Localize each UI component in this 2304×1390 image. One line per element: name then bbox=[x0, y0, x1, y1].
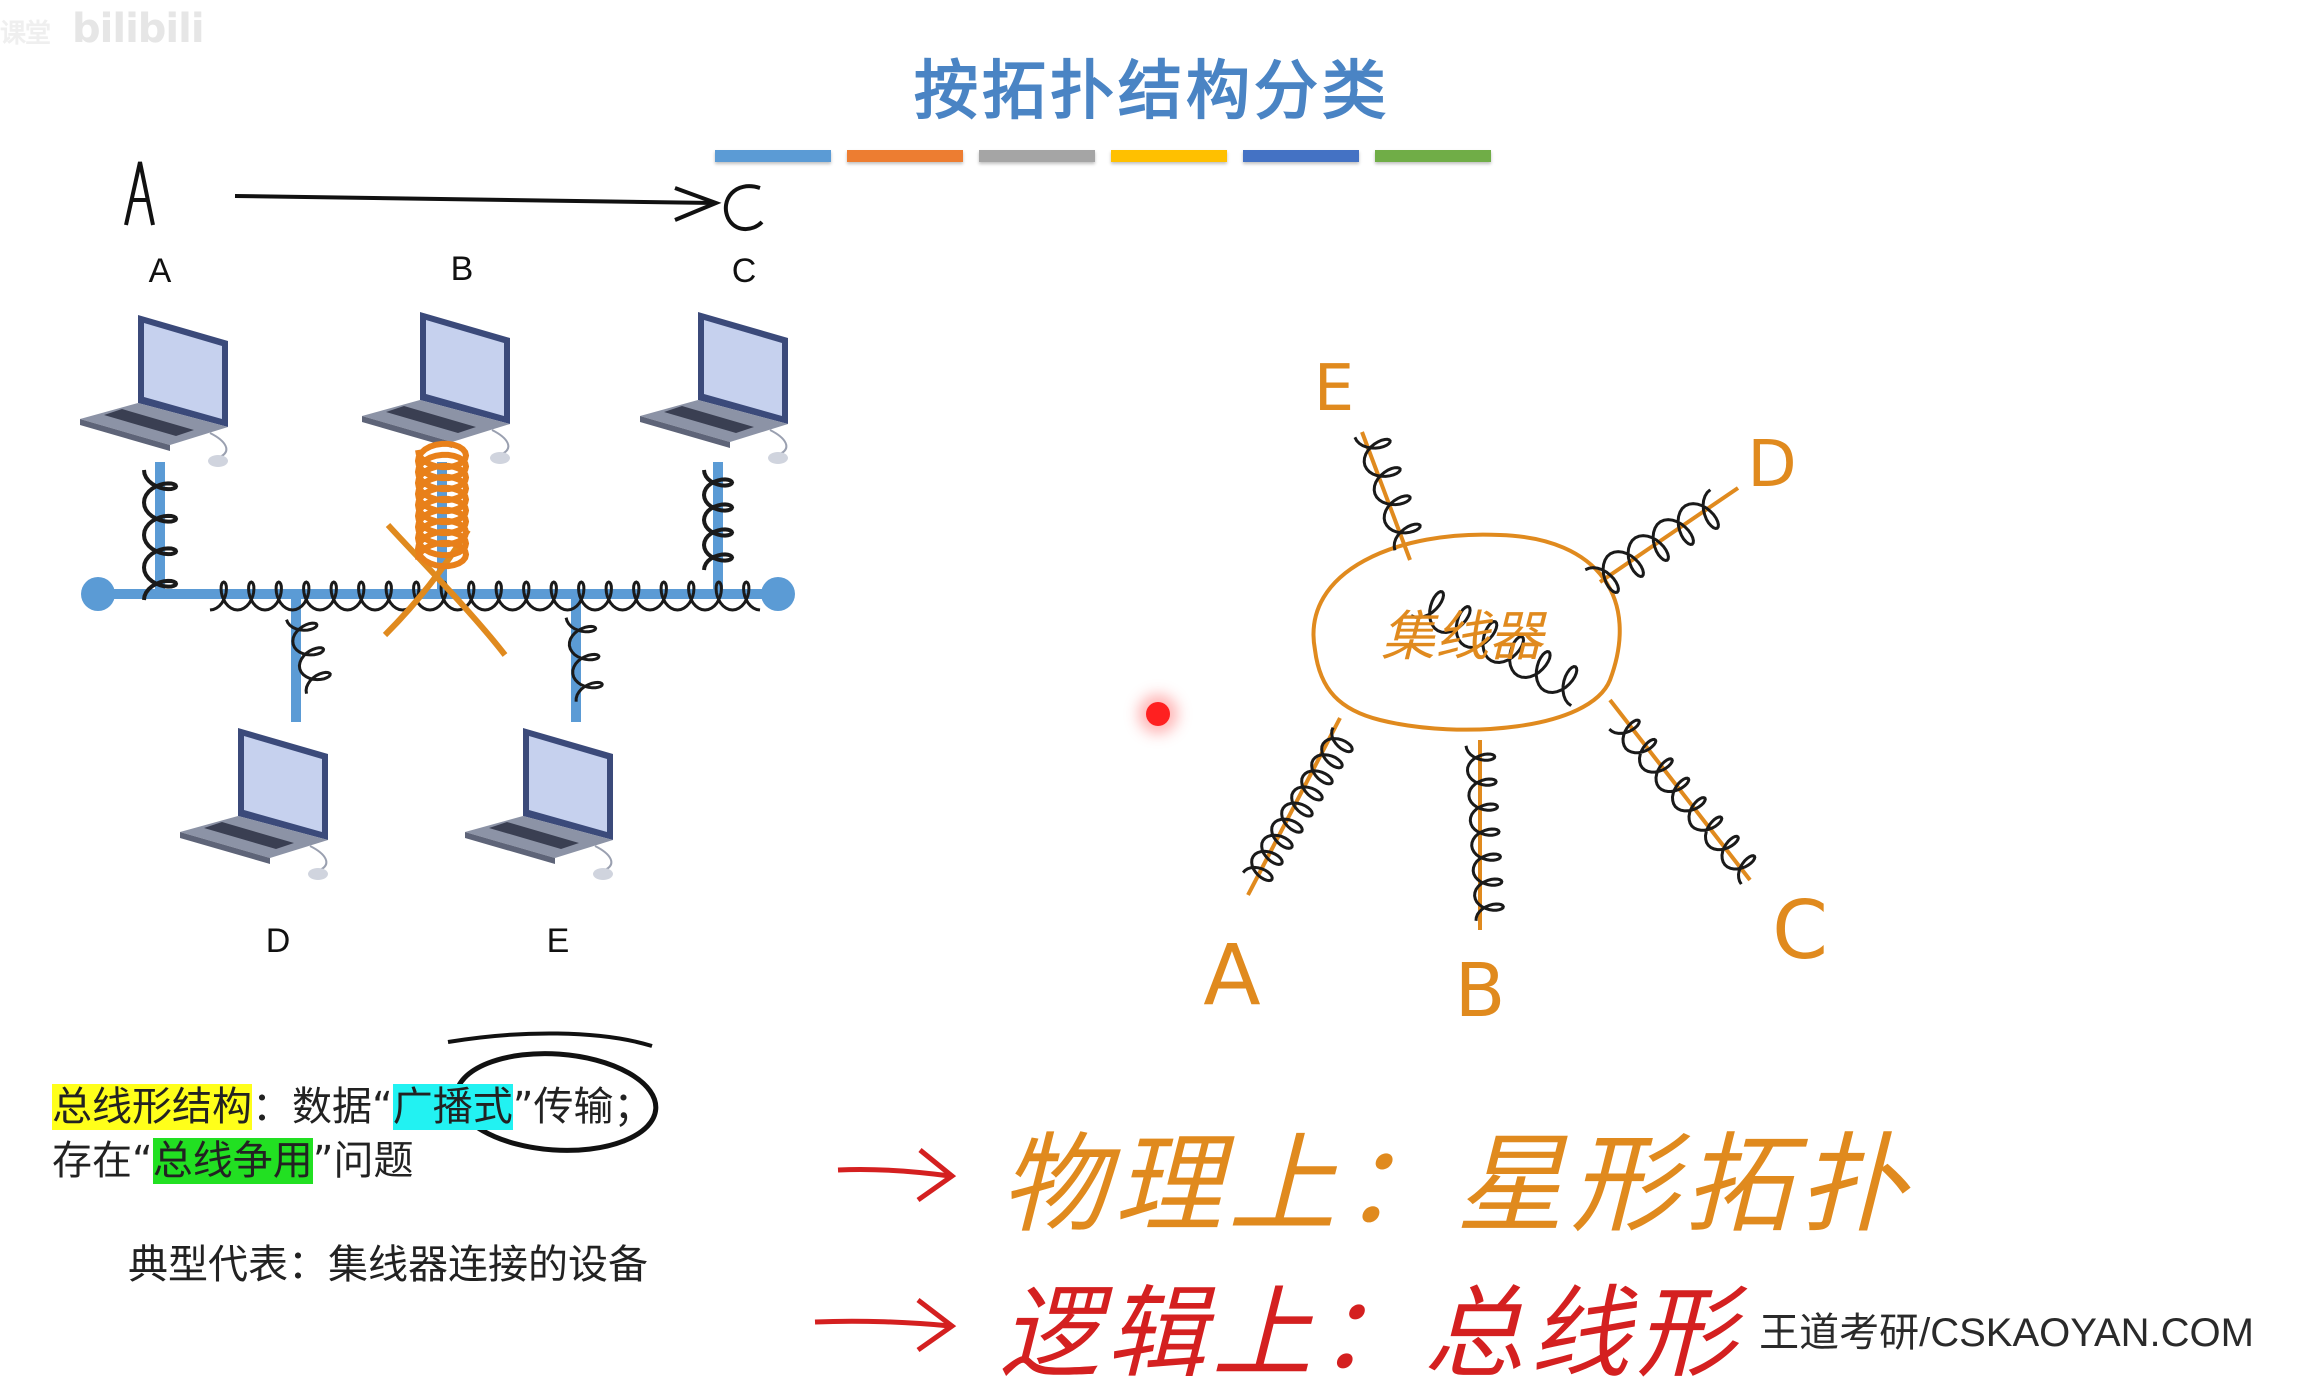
handwritten-logical: 逻辑上：总线形 bbox=[1000, 1275, 1748, 1390]
link-e bbox=[1360, 431, 1412, 561]
coil-bus bbox=[209, 580, 761, 612]
star-label-d: D bbox=[1747, 428, 1796, 502]
hub-circle bbox=[1311, 532, 1622, 732]
node-label-c: C bbox=[732, 252, 757, 290]
hub-label: 集线器 bbox=[1381, 605, 1547, 668]
highlight-broadcast: 广播式 bbox=[392, 1084, 513, 1130]
laptop-d-icon bbox=[179, 727, 329, 881]
node-label-d: D bbox=[266, 922, 291, 960]
signal-scribbles bbox=[141, 469, 761, 702]
coil-e bbox=[564, 617, 604, 702]
note-exist: 存在 bbox=[52, 1138, 132, 1184]
star-coil-a bbox=[1241, 727, 1354, 883]
coil-a bbox=[141, 469, 179, 601]
color-bar-segment bbox=[1375, 150, 1491, 162]
laptop-a-icon bbox=[79, 314, 229, 468]
brand-footer: 王道考研/CSKAOYAN.COM bbox=[1759, 1311, 2254, 1355]
note-problem: 问题 bbox=[333, 1138, 414, 1184]
star-label-c: C bbox=[1772, 884, 1828, 977]
color-bar-segment bbox=[715, 150, 831, 162]
coil-c bbox=[701, 469, 735, 571]
star-coil-e bbox=[1353, 436, 1422, 551]
star-coil-d bbox=[1584, 488, 1720, 595]
color-bar bbox=[715, 150, 1491, 162]
color-bar-segment bbox=[1243, 150, 1359, 162]
handwritten-arrow-a-to-c bbox=[124, 161, 764, 231]
color-bar-segment bbox=[1111, 150, 1227, 162]
quote-close-1: ” bbox=[512, 1084, 534, 1130]
note-typical: 典型代表：集线器连接的设备 bbox=[128, 1242, 648, 1288]
coil-d bbox=[285, 619, 332, 694]
star-label-a: A bbox=[1203, 926, 1260, 1024]
note-colon-data: ：数据 bbox=[252, 1084, 372, 1130]
coil-b-collision bbox=[414, 440, 470, 570]
link-d bbox=[1598, 486, 1740, 584]
star-label-b: B bbox=[1455, 948, 1506, 1034]
note-line-2: 存在“总线争用”问题 bbox=[52, 1128, 413, 1186]
highlight-bus-structure: 总线形结构 bbox=[52, 1084, 252, 1130]
node-label-e: E bbox=[547, 922, 570, 960]
quote-open-2: “ bbox=[132, 1138, 153, 1184]
collision-scribble bbox=[414, 440, 470, 570]
star-coil-c bbox=[1608, 718, 1757, 885]
node-label-b: B bbox=[451, 250, 474, 288]
star-label-e: E bbox=[1314, 352, 1354, 426]
highlight-contention: 总线争用 bbox=[152, 1138, 313, 1184]
node-label-a: A bbox=[149, 252, 172, 290]
star-signal-scribbles bbox=[1241, 436, 1757, 921]
note-line-1: 总线形结构：数据“广播式”传输； bbox=[52, 1074, 653, 1132]
laptop-b-icon bbox=[361, 311, 511, 465]
color-bar-segment bbox=[979, 150, 1095, 162]
laser-pointer-dot bbox=[1146, 702, 1170, 726]
handwritten-physical: 物理上：星形拓扑 bbox=[1000, 1123, 1912, 1248]
watermark-left-text: 课堂 bbox=[0, 19, 51, 49]
watermark: 课堂 bilibili bbox=[0, 6, 205, 52]
laptop-e-icon bbox=[464, 727, 614, 881]
bilibili-logo: bilibili bbox=[72, 6, 205, 52]
star-coil-b bbox=[1464, 745, 1505, 921]
quote-open-1: “ bbox=[372, 1084, 393, 1130]
red-arrows bbox=[814, 1148, 957, 1353]
note-transmit: 传输； bbox=[533, 1084, 654, 1130]
color-bar-segment bbox=[847, 150, 963, 162]
star-coil-hub bbox=[1410, 590, 1579, 707]
quote-close-2: ” bbox=[312, 1138, 334, 1184]
laptop-c-icon bbox=[639, 311, 789, 465]
slide-title: 按拓扑结构分类 bbox=[914, 55, 1390, 129]
